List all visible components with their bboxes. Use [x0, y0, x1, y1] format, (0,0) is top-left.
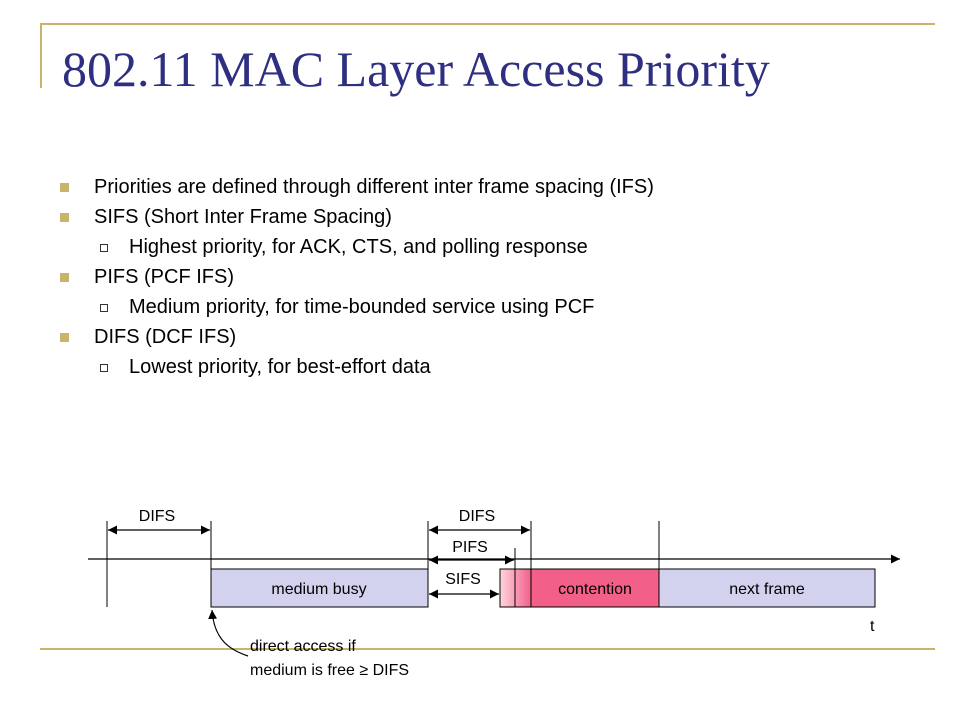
bullet-item: SIFS (Short Inter Frame Spacing): [60, 202, 920, 232]
bullet-text: PIFS (PCF IFS): [94, 266, 234, 288]
difs-right-label: DIFS: [459, 508, 495, 525]
slide-title: 802.11 MAC Layer Access Priority: [62, 41, 770, 97]
next-frame-box: [658, 568, 876, 608]
time-axis-label: t: [870, 618, 875, 635]
bullet-item: Priorities are defined through different…: [60, 172, 920, 202]
sub-bullet-text: Highest priority, for ACK, CTS, and poll…: [129, 236, 588, 258]
bullet-item: DIFS (DCF IFS): [60, 322, 920, 352]
square-bullet-icon: [60, 333, 69, 342]
sifs-label: SIFS: [445, 571, 481, 588]
sub-bullet-item: Highest priority, for ACK, CTS, and poll…: [60, 232, 920, 262]
bullet-item: PIFS (PCF IFS): [60, 262, 920, 292]
square-bullet-icon: [60, 183, 69, 192]
sub-bullet-text: Medium priority, for time-bounded servic…: [129, 296, 595, 318]
bullet-text: SIFS (Short Inter Frame Spacing): [94, 206, 392, 228]
frame-line-left: [40, 23, 42, 88]
medium-busy-box: [210, 568, 429, 608]
difs-left-label: DIFS: [139, 508, 175, 525]
square-bullet-icon: [60, 273, 69, 282]
frame-line-bottom: [40, 648, 935, 650]
contention-box: [530, 568, 660, 608]
pifs-label: PIFS: [452, 539, 488, 556]
square-bullet-icon: [60, 213, 69, 222]
bullet-text: DIFS (DCF IFS): [94, 326, 237, 348]
bullet-list: Priorities are defined through different…: [60, 172, 920, 382]
direct-access-pointer: [208, 609, 249, 657]
hollow-square-bullet-icon: [100, 304, 108, 312]
sub-bullet-item: Medium priority, for time-bounded servic…: [60, 292, 920, 322]
direct-access-note-line1: direct access if: [250, 638, 356, 655]
next-frame-label: next frame: [729, 581, 805, 598]
hollow-square-bullet-icon: [100, 244, 108, 252]
sub-bullet-text: Lowest priority, for best-effort data: [129, 356, 431, 378]
sub-bullet-item: Lowest priority, for best-effort data: [60, 352, 920, 382]
hollow-square-bullet-icon: [100, 364, 108, 372]
direct-access-note-line2: medium is free ≥ DIFS: [250, 662, 409, 679]
bullet-text: Priorities are defined through different…: [94, 176, 654, 198]
medium-busy-label: medium busy: [271, 581, 366, 598]
frame-line-top: [40, 23, 935, 25]
contention-label: contention: [558, 581, 632, 598]
